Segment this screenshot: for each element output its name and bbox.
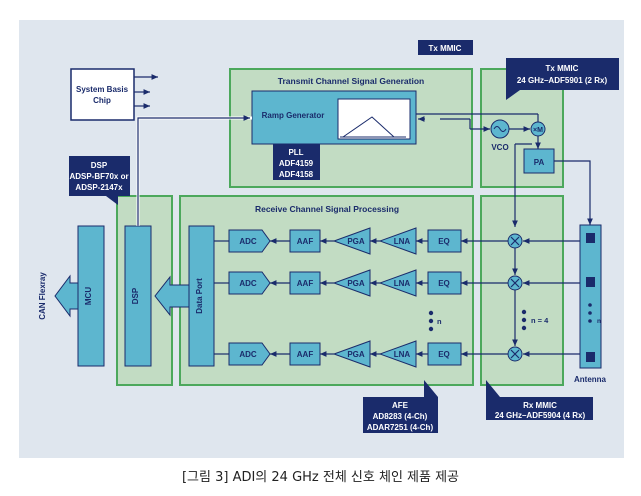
transmit-title: Transmit Channel Signal Generation	[278, 76, 424, 86]
dsp: DSP	[124, 225, 152, 367]
dsp-callout: DSP ADSP-BF70x or ADSP-2147x	[69, 156, 130, 205]
pga-label: PGA	[347, 237, 365, 246]
svg-text:ADSP-BF70x or: ADSP-BF70x or	[69, 172, 128, 181]
eq-label: EQ	[438, 350, 450, 359]
can-flexray-label: CAN Flexray	[38, 272, 47, 320]
svg-text:PLL: PLL	[288, 148, 303, 157]
ramp-generator: Ramp Generator	[251, 90, 417, 145]
svg-text:Tx MMIC: Tx MMIC	[546, 64, 579, 73]
can-flexray-arrow	[54, 274, 79, 318]
antenna: n	[579, 224, 602, 369]
vco: VCO	[490, 119, 510, 152]
svg-text:n: n	[597, 318, 601, 325]
svg-text:PA: PA	[534, 158, 545, 167]
svg-text:Chip: Chip	[93, 96, 111, 105]
svg-text:AFE: AFE	[392, 401, 409, 410]
svg-text:24 GHz–ADF5901 (2 Rx): 24 GHz–ADF5901 (2 Rx)	[517, 76, 608, 85]
receive-channel-2: ADC AAF PGA LNA EQ	[214, 269, 580, 346]
adc-label: ADC	[239, 350, 257, 359]
svg-text:Tx MMIC: Tx MMIC	[429, 44, 462, 53]
n-eq-4-label: n = 4	[531, 316, 549, 325]
svg-text:×M: ×M	[533, 127, 543, 134]
lna-label: LNA	[394, 237, 411, 246]
system-basis-chip: System Basis Chip	[70, 68, 135, 121]
adc-label: ADC	[239, 279, 257, 288]
eq-label: EQ	[438, 279, 450, 288]
svg-text:ADSP-2147x: ADSP-2147x	[75, 183, 123, 192]
adc-block	[228, 229, 271, 253]
pga-label: PGA	[347, 350, 365, 359]
pga-label: PGA	[347, 279, 365, 288]
pll-callout: PLL ADF4159 ADF4158	[273, 144, 320, 180]
lna-label: LNA	[394, 279, 411, 288]
n-label-afe: n	[437, 317, 442, 326]
svg-text:Rx MMIC: Rx MMIC	[523, 401, 557, 410]
tx-mmic-right-callout: Tx MMIC 24 GHz–ADF5901 (2 Rx)	[506, 58, 619, 100]
svg-text:AD8283 (4-Ch): AD8283 (4-Ch)	[373, 412, 428, 421]
receive-title: Receive Channel Signal Processing	[255, 204, 399, 214]
vco-label: VCO	[491, 143, 508, 152]
multiplier: ×M	[530, 121, 546, 137]
aaf-label: AAF	[297, 350, 314, 359]
aaf-label: AAF	[297, 279, 314, 288]
ramp-generator-label: Ramp Generator	[262, 111, 325, 120]
ellipsis-dots-rx	[521, 309, 527, 331]
pa: PA	[523, 148, 555, 174]
antenna-label: Antenna	[574, 375, 607, 384]
ellipsis-dots-afe	[428, 310, 434, 332]
tx-mmic-top-callout: Tx MMIC	[418, 40, 473, 55]
receive-channel-1: ADC AAF PGA LNA EQ	[214, 227, 580, 275]
data-port: Data Port	[188, 225, 215, 367]
figure-caption: [그림 3] ADI의 24 GHz 전체 신호 체인 제품 제공	[181, 470, 460, 485]
adc-block	[228, 271, 271, 295]
data-port-label: Data Port	[195, 278, 204, 314]
dsp-label: DSP	[131, 287, 140, 304]
adc-label: ADC	[239, 237, 257, 246]
mcu: MCU	[77, 225, 105, 367]
rx-mmic-callout: Rx MMIC 24 GHz–ADF5904 (4 Rx)	[486, 380, 593, 420]
svg-text:ADF4158: ADF4158	[279, 170, 314, 179]
svg-text:DSP: DSP	[91, 161, 108, 170]
svg-text:ADAR7251 (4-Ch): ADAR7251 (4-Ch)	[367, 423, 434, 432]
afe-callout: AFE AD8283 (4-Ch) ADAR7251 (4-Ch)	[363, 380, 438, 433]
svg-text:24 GHz–ADF5904 (4 Rx): 24 GHz–ADF5904 (4 Rx)	[495, 411, 586, 420]
svg-text:System Basis: System Basis	[76, 85, 129, 94]
receive-channel-3: ADC AAF PGA LNA EQ	[214, 340, 580, 368]
mcu-label: MCU	[84, 287, 93, 305]
lna-label: LNA	[394, 350, 411, 359]
adc-block	[228, 342, 271, 366]
aaf-label: AAF	[297, 237, 314, 246]
eq-label: EQ	[438, 237, 450, 246]
svg-text:ADF4159: ADF4159	[279, 159, 314, 168]
data-port-to-dsp-arrow	[154, 275, 190, 317]
